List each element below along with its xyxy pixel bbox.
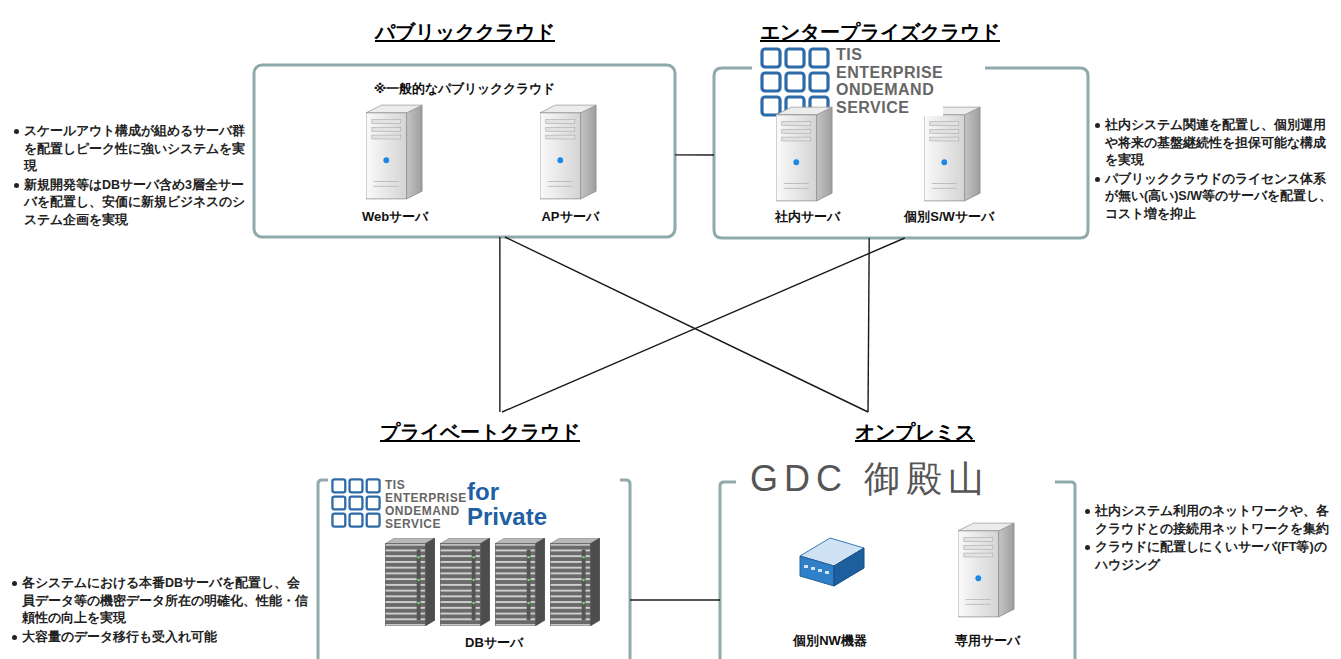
note-item: クラウドに配置しにくいサーバ(FT等)のハウジング — [1083, 539, 1335, 574]
note-item: スケールアウト構成が組めるサーバ群を配置しピーク性に強いシステムを実現 — [12, 123, 250, 176]
note-text: パブリッククラウドのライセンス体系が無い(高い)S/W等のサーバを配置し、コスト… — [1105, 172, 1332, 221]
note-item: 社内システム利用のネットワークや、各クラウドとの接続用ネットワークを集約 — [1083, 503, 1335, 538]
connector-line — [499, 237, 500, 412]
server-label: 社内サーバ — [755, 208, 859, 226]
server-label: 個別S/Wサーバ — [893, 208, 1005, 226]
bullet-dot — [14, 183, 19, 188]
server-label: 専用サーバ — [935, 632, 1039, 650]
note-text: 大容量のデータ移行も受入れ可能 — [22, 630, 217, 644]
logo-text: GDC 御殿山 — [744, 458, 996, 500]
note-text: 社内システム利用のネットワークや、各クラウドとの接続用ネットワークを集約 — [1095, 504, 1329, 536]
cloud-group: パブリッククラウド ※一般的なパブリッククラウド Webサーバ APサーバ — [254, 15, 675, 237]
cloud-group: プライベートクラウド TIS ENTERPRISE ONDEMAND SERVIC… — [318, 412, 630, 659]
server-item: 社内サーバ — [755, 100, 859, 226]
network-item: 個別NW機器 — [778, 530, 882, 650]
note-text: スケールアウト構成が組めるサーバ群を配置しピーク性に強いシステムを実現 — [24, 124, 245, 173]
group-heading: オンプレミス — [815, 419, 1015, 446]
note-item: パブリッククラウドのライセンス体系が無い(高い)S/W等のサーバを配置し、コスト… — [1093, 171, 1336, 224]
note-list: 社内システム関連を配置し、個別運用や将来の基盤継続性を担保可能な構成を実現パブリ… — [1093, 117, 1336, 224]
cloud-group: エンタープライズクラウドTIS ENTERPRISE ONDEMAND SERV… — [714, 15, 1088, 238]
bullet-dot — [1095, 123, 1100, 128]
group-heading: パブリッククラウド — [315, 19, 615, 46]
note-text: 新規開発等はDBサーバ含め3層全サーバを配置し、安価に新規ビジネスのシステム企画… — [24, 178, 245, 227]
bullet-dot — [12, 581, 17, 586]
connector-line — [505, 237, 868, 412]
bullet-dot — [14, 129, 19, 134]
note-text: 社内システム関連を配置し、個別運用や将来の基盤継続性を担保可能な構成を実現 — [1105, 118, 1326, 167]
note-item: 大容量のデータ移行も受入れ可能 — [10, 629, 310, 647]
server-label: Webサーバ — [343, 208, 447, 226]
group-heading: エンタープライズクラウド — [730, 19, 1030, 46]
note-item: 各システムにおける本番DBサーバを配置し、会員データ等の機密データ所在の明確化、… — [10, 575, 310, 628]
logo-text: for Private — [467, 479, 547, 529]
group-note: ※一般的なパブリッククラウド — [254, 80, 675, 98]
note-item: 社内システム関連を配置し、個別運用や将来の基盤継続性を担保可能な構成を実現 — [1093, 117, 1336, 170]
server-item: DBサーバ — [378, 534, 610, 652]
bullet-dot — [1085, 545, 1090, 550]
logo-text: TIS ENTERPRISE ONDEMAND SERVICE — [385, 479, 467, 531]
note-list: 各システムにおける本番DBサーバを配置し、会員データ等の機密データ所在の明確化、… — [10, 575, 310, 647]
server-item: 専用サーバ — [935, 515, 1039, 650]
connector-line — [675, 154, 714, 156]
note-list: スケールアウト構成が組めるサーバ群を配置しピーク性に強いシステムを実現新規開発等… — [12, 123, 250, 230]
server-item: Webサーバ — [343, 100, 447, 226]
connector-line — [868, 238, 869, 412]
note-text: クラウドに配置しにくいサーバ(FT等)のハウジング — [1095, 540, 1327, 572]
onpremise-group: オンプレミス GDC 御殿山個別NW機器 専用サーバ — [720, 412, 1075, 659]
server-label: APサーバ — [518, 208, 622, 226]
server-item: APサーバ — [518, 100, 622, 226]
connector-line — [630, 599, 720, 600]
note-item: 新規開発等はDBサーバ含め3層全サーバを配置し、安価に新規ビジネスのシステム企画… — [12, 177, 250, 230]
server-label: 個別NW機器 — [778, 632, 882, 650]
connector-line — [502, 238, 905, 412]
server-item: 個別S/Wサーバ — [893, 100, 1005, 226]
bullet-dot — [1095, 177, 1100, 182]
server-label: DBサーバ — [378, 634, 610, 652]
note-text: 各システムにおける本番DBサーバを配置し、会員データ等の機密データ所在の明確化、… — [22, 576, 308, 625]
group-heading: プライベートクラウド — [350, 419, 610, 446]
bullet-dot — [12, 635, 17, 640]
logo-text: TIS ENTERPRISE ONDEMAND SERVICE — [836, 46, 943, 116]
bullet-dot — [1085, 509, 1090, 514]
note-list: 社内システム利用のネットワークや、各クラウドとの接続用ネットワークを集約クラウド… — [1083, 503, 1335, 575]
